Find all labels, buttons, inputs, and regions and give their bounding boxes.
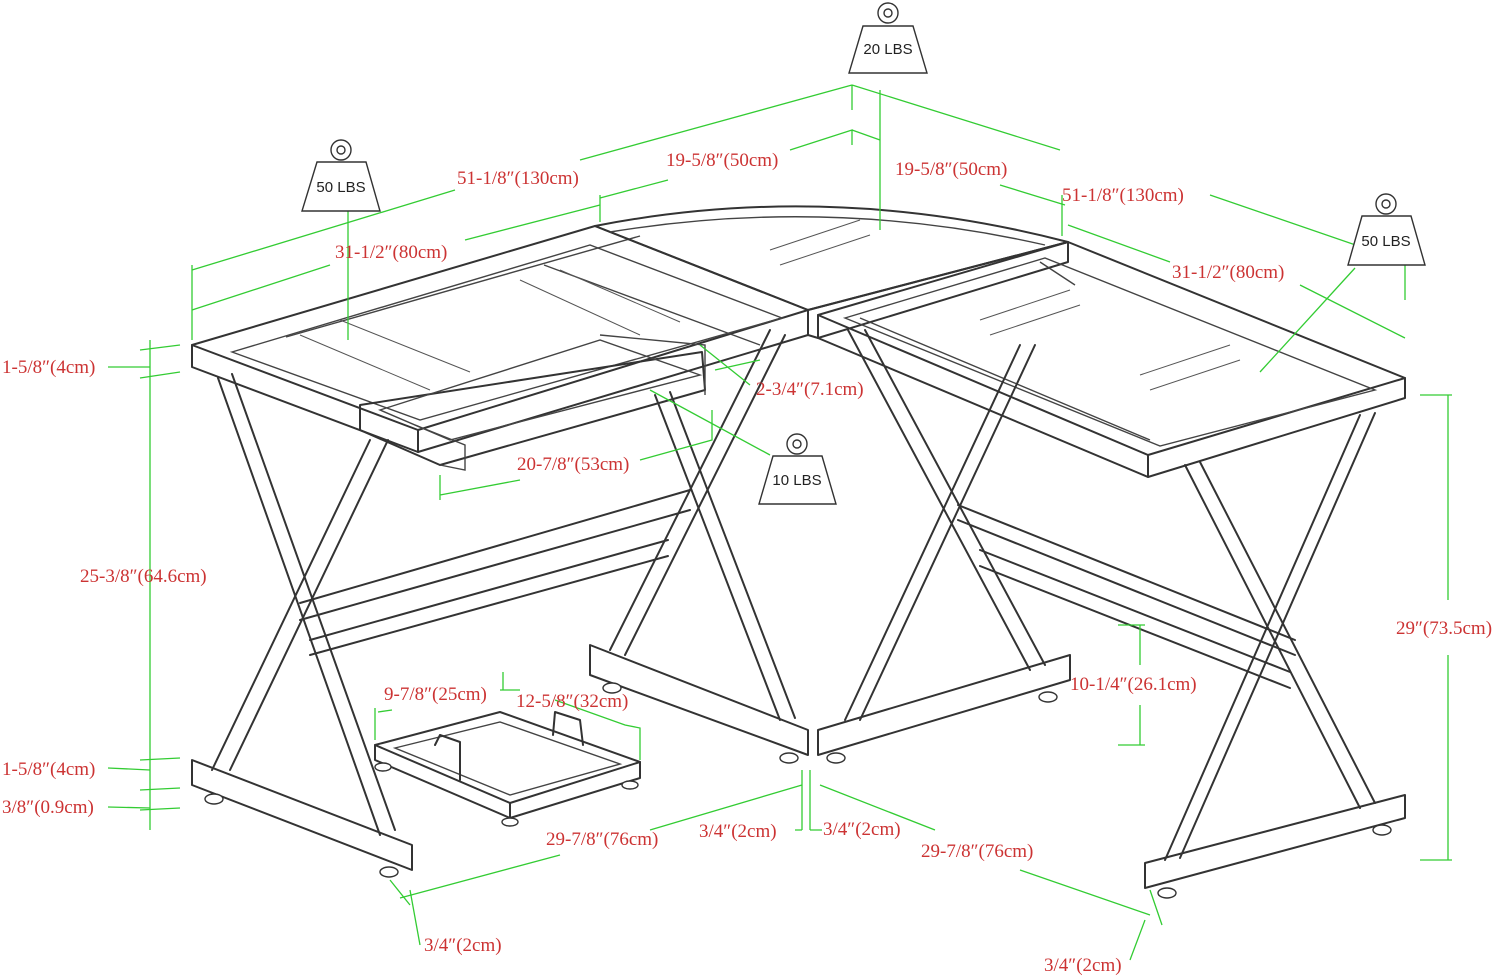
dim-leg-height: 25-3/8″(64.6cm): [80, 566, 207, 587]
right-legs: [957, 412, 1406, 899]
dim-right-length: 51-1/8″(130cm): [1062, 185, 1184, 206]
dim-left-length: 51-1/8″(130cm): [457, 168, 579, 189]
dim-tray-width: 20-7/8″(53cm): [517, 454, 629, 475]
dim-right-corner: 19-5/8″(50cm): [895, 159, 1007, 180]
weight-icon: [758, 455, 837, 505]
dim-shelf-height: 10-1/4″(26.1cm): [1070, 674, 1197, 695]
dim-foot-height: 3/8″(0.9cm): [2, 797, 94, 818]
dim-left-corner: 19-5/8″(50cm): [666, 150, 778, 171]
left-wing-top: [191, 225, 809, 453]
left-legs: [191, 373, 691, 878]
weight-icon: [1347, 215, 1426, 266]
dim-right-depth: 31-1/2″(80cm): [1172, 262, 1284, 283]
weight-left-top: 50 LBS: [301, 139, 381, 212]
weight-icon: [301, 161, 381, 212]
dim-right-base-length: 29-7/8″(76cm): [921, 841, 1033, 862]
dim-left-base-length: 29-7/8″(76cm): [546, 829, 658, 850]
dim-left-depth: 31-1/2″(80cm): [335, 242, 447, 263]
dim-stand-width: 9-7/8″(25cm): [384, 684, 487, 705]
weight-label: 20 LBS: [863, 41, 912, 58]
weight-right-top: 50 LBS: [1347, 193, 1426, 266]
dim-right-outer-foot: 3/4″(2cm): [1044, 955, 1122, 976]
dimension-labels: 51-1/8″(130cm) 19-5/8″(50cm) 19-5/8″(50c…: [2, 150, 1492, 976]
dim-tray-drop: 2-3/4″(7.1cm): [756, 379, 864, 400]
right-wing-top: [817, 241, 1406, 478]
weight-keyboard-tray: 10 LBS: [758, 433, 837, 505]
dim-foot-bar-height: 1-5/8″(4cm): [2, 759, 95, 780]
dim-total-height: 29″(73.5cm): [1396, 618, 1492, 639]
dim-left-outer-foot: 3/4″(2cm): [424, 935, 502, 956]
dim-right-inner-foot: 3/4″(2cm): [823, 819, 901, 840]
center-legs: [589, 329, 1071, 764]
weight-label: 10 LBS: [772, 472, 821, 489]
keyboard-tray: [359, 334, 706, 471]
weight-label: 50 LBS: [1361, 233, 1410, 250]
dim-left-inner-foot: 3/4″(2cm): [699, 821, 777, 842]
desk-drawing: [191, 205, 1406, 899]
weight-icon: [848, 25, 928, 74]
weight-label: 50 LBS: [316, 179, 365, 196]
weight-top-center: 20 LBS: [848, 2, 928, 74]
corner-top: [594, 205, 1069, 339]
dim-top-thickness: 1-5/8″(4cm): [2, 357, 95, 378]
dim-stand-depth: 12-5/8″(32cm): [516, 691, 628, 712]
dimension-lines: [107, 84, 1452, 961]
cpu-stand: [374, 711, 641, 827]
